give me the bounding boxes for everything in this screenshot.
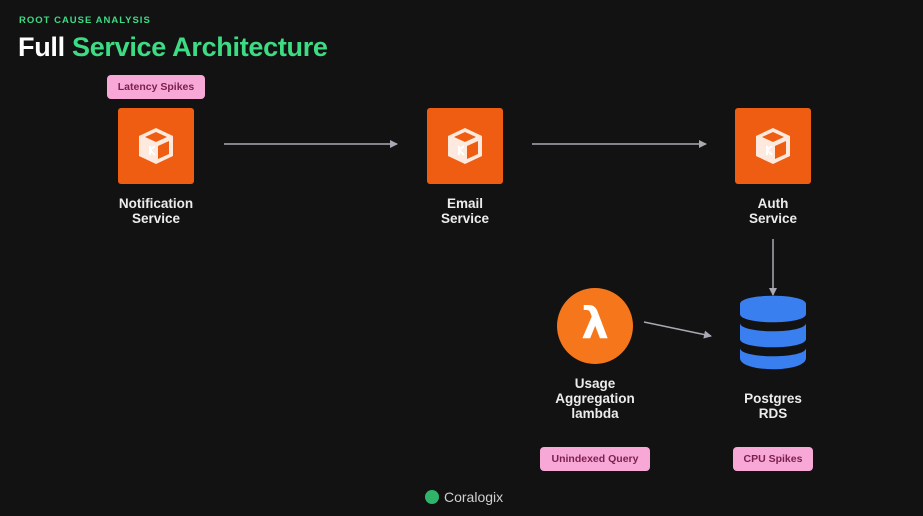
notification-service-label: Notification Service	[86, 196, 226, 226]
label-line: Service	[131, 211, 181, 226]
lambda-icon: λ	[581, 298, 609, 349]
title-highlight: Service Architecture	[72, 32, 328, 62]
auth-service-label: Auth Service	[703, 196, 843, 226]
notification-service-node[interactable]	[118, 108, 194, 184]
email-service-node[interactable]	[427, 108, 503, 184]
container-icon	[139, 128, 173, 164]
footer-brand: Coralogix	[425, 489, 503, 505]
label-line: Auth	[757, 196, 789, 211]
coralogix-logo-icon	[425, 490, 439, 504]
auth-service-node[interactable]	[735, 108, 811, 184]
label-line: Postgres	[744, 391, 802, 406]
label-line: Email	[446, 196, 484, 211]
edge-lambda-to-postgres	[643, 321, 712, 339]
page-title: Full Service Architecture	[18, 32, 328, 63]
label-line: Notification	[118, 196, 194, 211]
lambda-label: Usage Aggregation lambda	[525, 376, 665, 421]
label-line: Aggregation	[555, 391, 635, 406]
postgres-label: Postgres RDS	[703, 391, 843, 421]
tag-unindexed-query: Unindexed Query	[540, 447, 650, 471]
brand-name: Coralogix	[444, 489, 504, 505]
container-icon	[756, 128, 790, 164]
database-icon[interactable]	[738, 294, 808, 370]
label-line: RDS	[758, 406, 788, 421]
eyebrow-label: ROOT CAUSE ANALYSIS	[19, 15, 151, 26]
email-service-label: Email Service	[395, 196, 535, 226]
label-line: Service	[440, 211, 490, 226]
label-line: Service	[748, 211, 798, 226]
title-prefix: Full	[18, 32, 65, 62]
label-line: lambda	[571, 406, 619, 421]
container-icon	[448, 128, 482, 164]
tag-latency-spikes: Latency Spikes	[107, 75, 205, 99]
tag-cpu-spikes: CPU Spikes	[733, 447, 813, 471]
usage-aggregation-lambda-node[interactable]: λ	[557, 288, 633, 364]
label-line: Usage	[574, 376, 616, 391]
